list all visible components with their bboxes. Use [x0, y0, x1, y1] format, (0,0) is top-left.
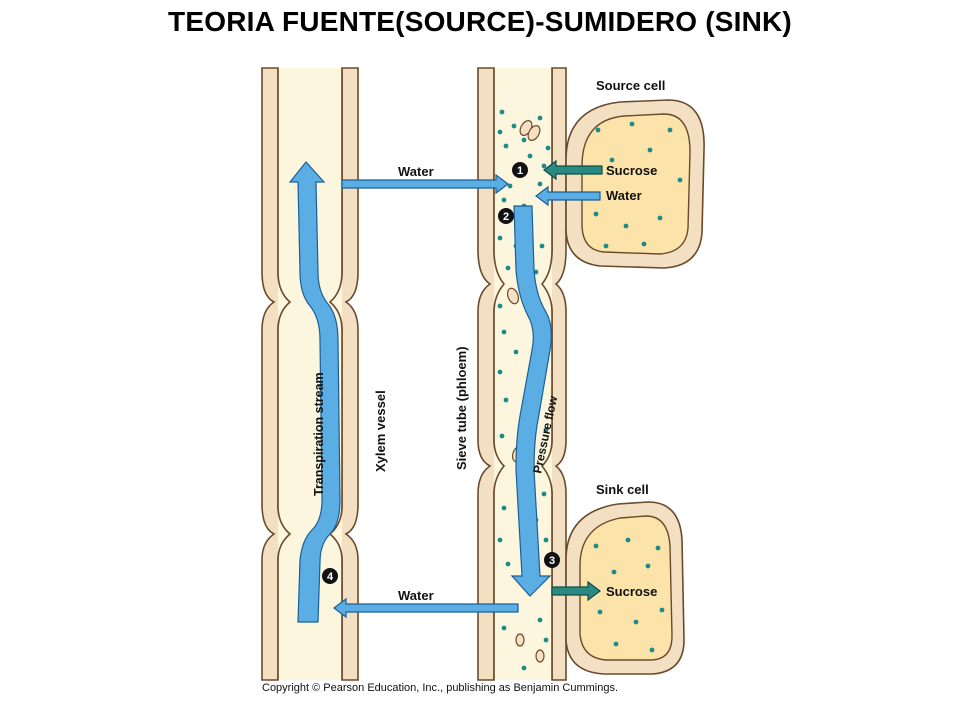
- sucrose-dot: [623, 223, 629, 229]
- sucrose-dot: [645, 563, 651, 569]
- sucrose-dot: [497, 537, 503, 543]
- sucrose-dot: [501, 625, 507, 631]
- sucrose-dot: [497, 129, 503, 135]
- sieve-tube-label: Sieve tube (phloem): [454, 346, 469, 470]
- water-top-label: Water: [398, 164, 434, 179]
- svg-text:3: 3: [549, 555, 555, 567]
- sucrose-dot: [503, 143, 509, 149]
- sucrose-in-label: Sucrose: [606, 163, 657, 178]
- sucrose-dot: [655, 545, 661, 551]
- sucrose-dot: [641, 241, 647, 247]
- sucrose-dot: [659, 607, 665, 613]
- sucrose-dot: [539, 243, 545, 249]
- sucrose-dot: [501, 505, 507, 511]
- sucrose-dot: [657, 215, 663, 221]
- sieve-tube: [477, 67, 567, 681]
- water-arrow-bottom: [333, 597, 519, 619]
- sucrose-dot: [527, 153, 533, 159]
- sucrose-dot: [593, 211, 599, 217]
- sucrose-dot: [593, 543, 599, 549]
- sucrose-dot: [507, 183, 513, 189]
- svg-text:4: 4: [327, 571, 334, 583]
- water-in-label: Water: [606, 188, 642, 203]
- sucrose-dot: [611, 569, 617, 575]
- svg-text:2: 2: [503, 211, 509, 223]
- step-badge-4: 4: [322, 568, 338, 584]
- source-cell: [565, 99, 705, 269]
- svg-text:1: 1: [517, 165, 523, 177]
- sucrose-dot: [609, 157, 615, 163]
- step-badge-1: 1: [512, 162, 528, 178]
- sucrose-dot: [629, 121, 635, 127]
- sucrose-dot: [545, 145, 551, 151]
- sucrose-dot: [537, 115, 543, 121]
- sucrose-dot: [501, 329, 507, 335]
- copyright-notice: Copyright © Pearson Education, Inc., pub…: [262, 682, 618, 694]
- sucrose-dot: [513, 349, 519, 355]
- sucrose-dot: [603, 243, 609, 249]
- xylem-vessel-label: Xylem vessel: [373, 390, 388, 472]
- sucrose-dot: [633, 619, 639, 625]
- water-arrow-source: [535, 185, 601, 207]
- sucrose-dot: [503, 397, 509, 403]
- page-title: TEORIA FUENTE(SOURCE)-SUMIDERO (SINK): [168, 6, 792, 37]
- sucrose-dot: [505, 561, 511, 567]
- sucrose-arrow-source: [543, 159, 603, 181]
- sucrose-dot: [521, 665, 527, 671]
- sucrose-dot: [521, 137, 527, 143]
- transpiration-stream-label: Transpiration stream: [312, 372, 326, 496]
- sucrose-dot: [537, 181, 543, 187]
- sucrose-dot: [543, 637, 549, 643]
- sucrose-dot: [625, 537, 631, 543]
- sucrose-dot: [667, 127, 673, 133]
- sucrose-dot: [537, 617, 543, 623]
- pressure-flow-arrow: [510, 205, 552, 597]
- sink-cell-label: Sink cell: [596, 482, 649, 497]
- sucrose-dot: [511, 123, 517, 129]
- sucrose-dot: [499, 433, 505, 439]
- sucrose-dot: [505, 265, 511, 271]
- water-bottom-label: Water: [398, 588, 434, 603]
- sucrose-dot: [541, 163, 547, 169]
- sucrose-dot: [597, 609, 603, 615]
- sucrose-dot: [497, 235, 503, 241]
- sucrose-dot: [677, 177, 683, 183]
- transpiration-stream-arrow: [288, 161, 341, 623]
- sucrose-dot: [649, 647, 655, 653]
- sucrose-dot: [595, 127, 601, 133]
- sucrose-dot: [613, 641, 619, 647]
- sucrose-dot: [499, 109, 505, 115]
- sucrose-dot: [541, 491, 547, 497]
- sucrose-dot: [543, 537, 549, 543]
- sucrose-dot: [647, 147, 653, 153]
- water-arrow-top: [341, 173, 509, 195]
- step-badge-3: 3: [544, 552, 560, 568]
- sucrose-arrow-sink: [551, 580, 601, 602]
- step-badge-2: 2: [498, 208, 514, 224]
- sucrose-dot: [543, 427, 549, 433]
- sucrose-dot: [497, 303, 503, 309]
- sucrose-dot: [501, 197, 507, 203]
- sucrose-out-label: Sucrose: [606, 584, 657, 599]
- sucrose-dot: [497, 369, 503, 375]
- source-cell-label: Source cell: [596, 78, 665, 93]
